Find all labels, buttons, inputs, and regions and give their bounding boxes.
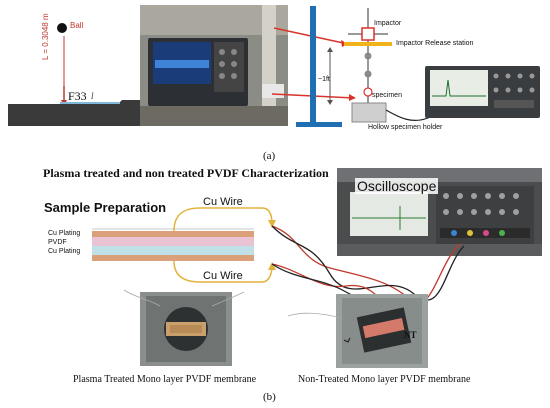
tower-base xyxy=(296,122,342,127)
left-photo-caption: Plasma Treated Mono layer PVDF membrane xyxy=(73,374,257,385)
wire-top-label: Cu Wire xyxy=(203,196,243,208)
setup-photo xyxy=(140,5,288,126)
nt-mark: NT xyxy=(404,330,417,340)
caption-b: (b) xyxy=(263,391,276,403)
release-station-label: Impactor Release station xyxy=(396,40,474,47)
probe-cable xyxy=(385,109,429,122)
cu-plating-bottom xyxy=(92,255,254,261)
layer-stack xyxy=(92,228,254,261)
right-photo-caption: Non-Treated Mono layer PVDF membrane xyxy=(298,374,471,385)
release-station-bar xyxy=(344,42,392,46)
panel-b-title: Plasma treated and non treated PVDF Char… xyxy=(43,166,329,180)
beam-substrate xyxy=(8,100,140,126)
non-treated-sample-photo xyxy=(287,294,428,368)
pvdf-film xyxy=(60,102,120,104)
tower-post xyxy=(310,6,316,124)
specimen-label: specimen xyxy=(372,92,402,99)
wire-bottom-label: Cu Wire xyxy=(203,270,243,282)
pvdf-layer xyxy=(92,237,254,246)
specimen-holder xyxy=(351,102,387,123)
cu-wires xyxy=(173,207,276,283)
oscilloscope-photo-a xyxy=(425,66,540,118)
drop-tower-schematic xyxy=(296,6,469,127)
impactor-label: Impactor xyxy=(374,20,402,27)
ball-label: Ball xyxy=(70,21,84,30)
holder-label: Hollow specimen holder xyxy=(368,124,443,131)
check-mark-icon xyxy=(343,337,351,343)
layer-label: Cu Plating xyxy=(48,230,81,237)
length-symbol: l xyxy=(91,91,94,101)
drop-schematic xyxy=(8,23,140,126)
plasma-treated-sample-photo xyxy=(123,289,245,366)
ball-icon xyxy=(57,23,67,33)
oscilloscope-label: Oscilloscope xyxy=(355,178,439,194)
caption-a: (a) xyxy=(263,150,276,162)
drop-height-label: L = 0.3048 m xyxy=(41,13,50,60)
cu-plating-top xyxy=(92,231,254,237)
layer-label: Cu Plating xyxy=(48,248,81,255)
force-label: F33 xyxy=(68,89,87,103)
layer-labels: Cu Plating PVDF Cu Plating xyxy=(48,229,80,256)
height-label: ~1ft xyxy=(318,76,330,83)
layer-label: PVDF xyxy=(48,239,67,246)
impactor-box xyxy=(361,27,375,41)
sample-prep-label: Sample Preparation xyxy=(44,200,167,215)
